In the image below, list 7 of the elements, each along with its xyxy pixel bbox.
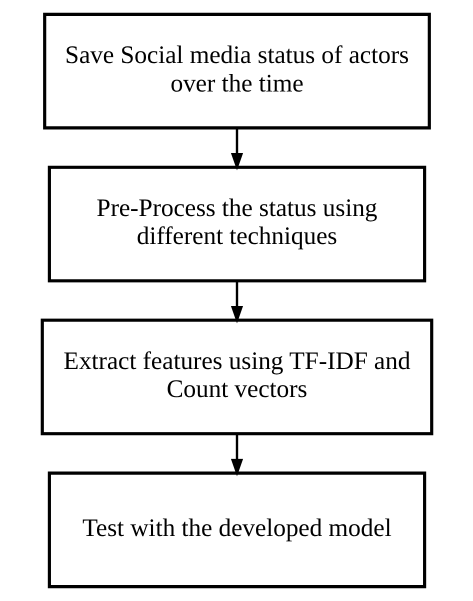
node-box: Extract features using TF-IDF and Count vectors [40,318,433,436]
node-box: Save Social media status of actors over the time [42,12,430,130]
arrow [230,280,243,324]
arrow [230,434,243,476]
arrow [230,128,243,170]
node-box: Pre-Process the status using different techniques [47,166,426,282]
node-box: Test with the developed model [47,472,426,588]
